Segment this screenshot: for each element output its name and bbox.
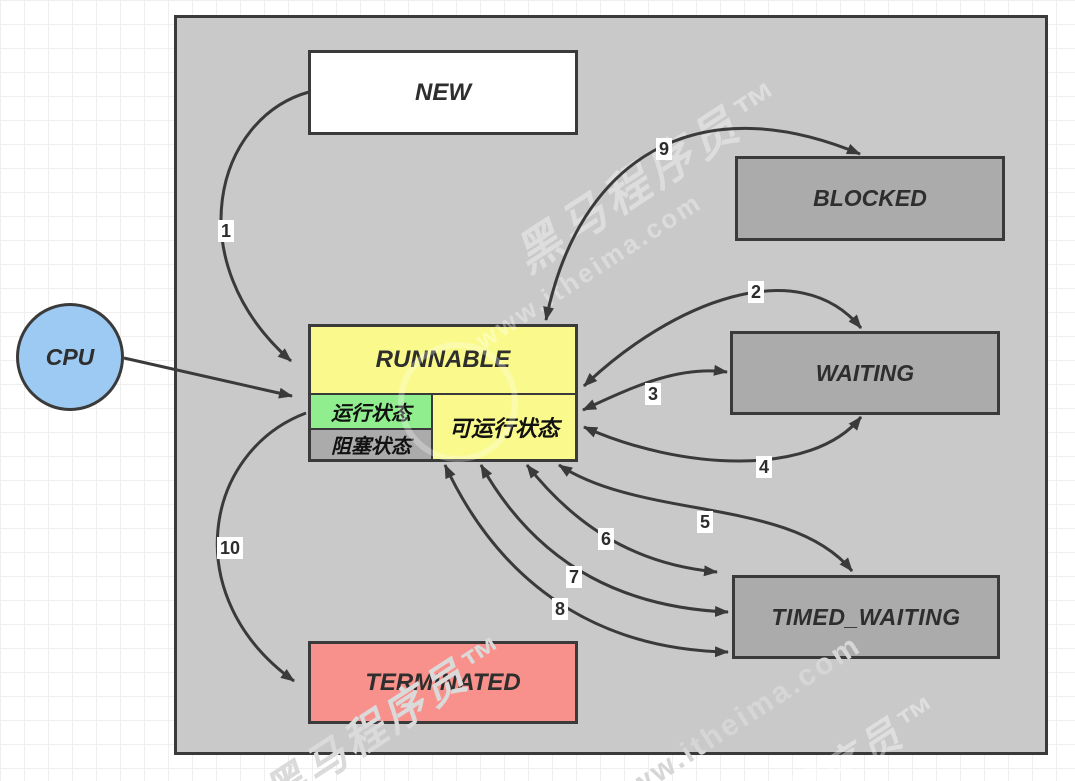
- transition-label-3: 3: [644, 383, 662, 405]
- transition-label-8: 8: [551, 598, 569, 620]
- node-runnable-label: RUNNABLE: [311, 327, 575, 395]
- transition-label-5: 5: [696, 511, 714, 533]
- node-runnable: RUNNABLE 运行状态 阻塞状态 可运行状态: [308, 324, 578, 462]
- node-waiting-label: WAITING: [815, 359, 915, 386]
- node-cpu-label: CPU: [45, 343, 95, 370]
- node-cpu: CPU: [16, 303, 124, 411]
- transition-label-2: 2: [747, 281, 765, 303]
- node-blocked: BLOCKED: [735, 156, 1005, 241]
- node-blocked-label: BLOCKED: [813, 185, 927, 211]
- substate-runnable: 可运行状态: [433, 395, 575, 459]
- node-new-label: NEW: [415, 78, 471, 106]
- node-new: NEW: [308, 50, 578, 135]
- runnable-substates: 运行状态 阻塞状态 可运行状态: [311, 395, 575, 459]
- transition-label-4: 4: [755, 456, 773, 478]
- node-timed-waiting: TIMED_WAITING: [732, 575, 1000, 659]
- transition-label-6: 6: [597, 528, 615, 550]
- node-waiting: WAITING: [730, 331, 1000, 415]
- runnable-left-column: 运行状态 阻塞状态: [311, 395, 433, 459]
- transition-label-1: 1: [217, 220, 235, 242]
- transition-label-9: 9: [655, 138, 673, 160]
- node-timed-waiting-label: TIMED_WAITING: [771, 603, 961, 630]
- node-terminated: TERMINATED: [308, 641, 578, 724]
- substate-running: 运行状态: [311, 395, 431, 430]
- transition-label-7: 7: [565, 566, 583, 588]
- node-terminated-label: TERMINATED: [365, 668, 521, 696]
- substate-blocked: 阻塞状态: [311, 430, 431, 459]
- transition-label-10: 10: [216, 537, 244, 559]
